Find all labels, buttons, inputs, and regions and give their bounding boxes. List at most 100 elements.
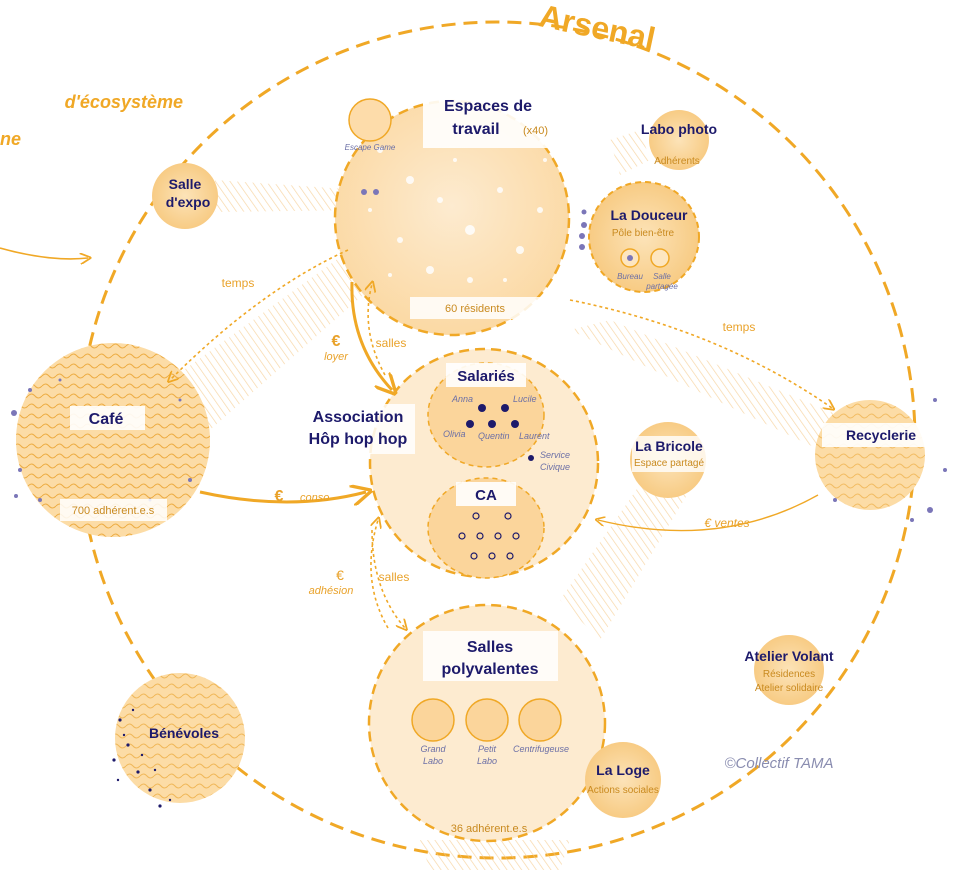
flow-temps-right-label: temps [723,320,756,334]
salaries-label-box [446,363,526,387]
cafe-footer-box [60,499,167,521]
ca-member-circles [458,512,520,560]
person-lucile: Lucile [513,394,537,404]
salle-expo-circle [152,163,218,229]
salaries-people-dots [466,404,519,428]
flow-adhesion-symbol: € [336,567,344,583]
benevoles-scatter-dots [112,708,172,808]
flow-salles-bottom [371,529,405,628]
petit-labo-circle [465,698,509,742]
flow-conso-symbol: € [275,488,284,505]
la-douceur-title: La Douceur [610,207,688,223]
la-loge-title: La Loge [596,762,650,778]
atelier-volant-title: Atelier Volant [744,648,834,664]
legend-arrow [0,247,88,259]
association-title-1: Association [313,409,404,426]
grand-labo-label-2: Labo [423,756,443,766]
flow-loyer-label: loyer [324,351,349,363]
grand-labo-circle [411,698,455,742]
espaces-title-1: Espaces de [444,98,532,115]
la-douceur-sub: Pôle bien-être [612,228,675,239]
bureau-label: Bureau [617,272,643,281]
person-anna: Anna [451,394,473,404]
grand-labo-label-1: Grand [420,744,446,754]
la-loge-sub: Actions sociales [587,785,659,796]
labo-photo-sub: Adhérents [654,156,700,167]
person-laurent: Laurent [519,431,550,441]
salle-expo-title-2: d'expo [166,194,211,210]
la-bricole-title: La Bricole [635,438,703,454]
salle-partagee-circle [650,248,670,268]
labo-photo-circle [649,110,709,170]
salle-partagee-label-2: partagée [645,282,678,291]
salles-poly-footer: 36 adhérent.e.s [451,823,528,835]
service-civique-2: Civique [540,462,570,472]
flow-salles-top-label: salles [376,336,407,350]
service-civique-1: Service [540,450,570,460]
recyclerie-label-box [822,423,940,447]
flow-loyer [350,281,392,390]
flow-loyer-symbol: € [332,333,341,350]
person-olivia: Olivia [443,429,466,439]
la-douceur-circle [588,181,700,293]
salle-partagee-label-1: Salle [653,272,671,281]
association-label-box [305,404,415,454]
side-title-2: ne [0,129,21,149]
salle-expo-title-1: Salle [169,176,202,192]
benevoles-title: Bénévoles [149,725,219,741]
escape-game-circle [348,98,392,142]
espaces-label-box [423,90,558,148]
recyclerie-scatter-dots [833,398,947,522]
cafe-title: Café [89,411,124,428]
service-civique-dot [528,455,534,461]
flow-temps-right [569,299,832,408]
espaces-title-2: travail [452,121,499,138]
salaries-bubble [427,362,545,468]
cafe-wave-texture [16,343,210,537]
recyclerie-title: Recyclerie [846,427,916,443]
la-bricole-sub: Espace partagé [634,458,704,469]
bureau-dot [627,255,633,261]
flow-conso-label: conso [300,492,329,504]
arsenal-title: Arsenal [536,0,658,57]
atelier-volant-sub-1: Résidences [763,669,815,680]
salles-poly-label-box [423,631,558,681]
connection-bands [170,130,850,870]
flow-temps-left [170,249,349,380]
salles-poly-title-2: polyvalentes [442,661,539,678]
side-title-1: d'écosystème [65,92,183,112]
association-title-2: Hôp hop hop [309,431,408,448]
person-quentin: Quentin [478,431,510,441]
cafe-label-box [70,406,145,430]
ca-label-box [456,482,516,506]
atelier-volant-circle [754,635,824,705]
centrifugeuse-label: Centrifugeuse [513,744,569,754]
atelier-volant-sub-2: Atelier solidaire [755,683,824,694]
recyclerie-texture [815,400,925,510]
flow-ventes [598,494,819,532]
flow-adhesion [370,520,389,629]
flow-conso [199,492,366,502]
petit-labo-label-2: Labo [477,756,497,766]
espaces-count: (x40) [523,125,548,137]
flow-temps-left-label: temps [222,276,255,290]
escape-game-label: Escape Game [345,143,396,152]
petit-labo-label-1: Petit [478,744,497,754]
flow-salles-top [368,284,386,376]
salaries-title: Salariés [457,368,515,385]
flow-adhesion-label: adhésion [309,585,354,597]
espaces-footer: 60 résidents [445,303,505,315]
ca-title: CA [475,487,497,504]
espaces-dots [368,147,547,283]
credit-text: ©Collectif TAMA [724,755,833,772]
espaces-side-dots [361,189,379,195]
douceur-side-dots [579,209,587,250]
salles-poly-title-1: Salles [467,639,513,656]
la-bricole-label-box [632,436,708,472]
labo-photo-title: Labo photo [641,121,717,137]
flow-salles-bottom-label: salles [379,570,410,584]
la-loge-circle [585,742,661,818]
benevoles-texture [115,673,245,803]
